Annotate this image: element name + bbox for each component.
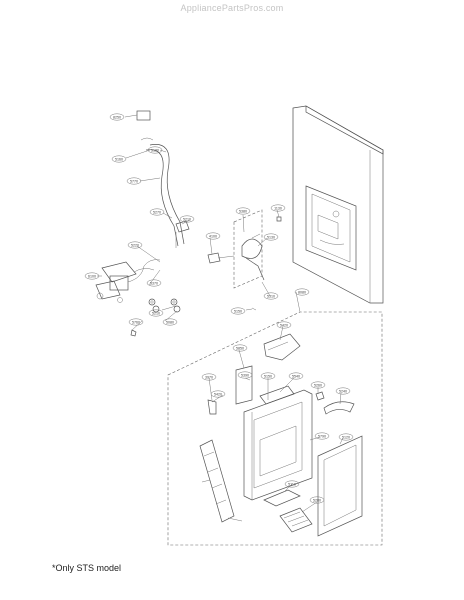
callout-c7: 5220 xyxy=(127,241,143,249)
callout-c18: 5080 xyxy=(162,318,178,326)
callout-c2: 5180 xyxy=(147,146,163,154)
svg-text:8080: 8080 xyxy=(298,290,306,294)
svg-text:6100: 6100 xyxy=(88,274,96,278)
callout-c25: 5150 xyxy=(260,372,276,380)
solenoid-assembly xyxy=(207,209,265,289)
dispenser-assembly-boundary xyxy=(167,311,383,546)
callout-c27: 5260 xyxy=(310,381,326,389)
svg-text:5380: 5380 xyxy=(239,209,247,213)
svg-text:5420: 5420 xyxy=(214,392,222,396)
water-valve-assembly xyxy=(95,259,161,303)
callout-c22: 3970 xyxy=(201,373,217,381)
control-strip xyxy=(199,439,235,523)
callout-c20: 5420 xyxy=(276,321,292,329)
callout-c12: 5130 xyxy=(263,233,279,241)
callout-c8: 6100 xyxy=(84,272,100,280)
svg-text:5150: 5150 xyxy=(234,309,242,313)
callout-c10: 1130 xyxy=(270,204,286,212)
callout-c17: 5210 xyxy=(148,309,164,317)
svg-text:5210: 5210 xyxy=(183,217,191,221)
callout-c5: 5270 xyxy=(149,208,165,216)
callout-c13: 5310 xyxy=(263,292,279,300)
svg-text:5280: 5280 xyxy=(313,498,321,502)
callout-c6: 5210 xyxy=(179,215,195,223)
svg-text:5370: 5370 xyxy=(150,281,158,285)
svg-text:5540: 5540 xyxy=(292,374,300,378)
svg-text:5220: 5220 xyxy=(131,243,139,247)
fittings xyxy=(130,216,282,337)
callout-c31: 5110 xyxy=(284,480,300,488)
svg-text:5180: 5180 xyxy=(151,148,159,152)
callout-c15: 5150 xyxy=(230,307,246,315)
callout-c29: 5790 xyxy=(314,432,330,440)
callout-c30: 5120 xyxy=(338,433,354,441)
dispenser-housing xyxy=(243,389,313,501)
svg-text:5310: 5310 xyxy=(267,294,275,298)
svg-text:5420: 5420 xyxy=(280,323,288,327)
callout-c26: 5540 xyxy=(288,372,304,380)
svg-text:5160: 5160 xyxy=(115,157,123,161)
svg-text:5210: 5210 xyxy=(152,311,160,315)
svg-text:5790: 5790 xyxy=(318,434,326,438)
callout-c28: 5240 xyxy=(335,387,351,395)
leader-lines xyxy=(97,114,344,522)
svg-text:5080: 5080 xyxy=(166,320,174,324)
callout-c14: 8080 xyxy=(294,288,310,296)
svg-text:5260: 5260 xyxy=(314,383,322,387)
callout-c1: 8250 xyxy=(109,113,125,121)
svg-text:4100: 4100 xyxy=(209,234,217,238)
footnote: *Only STS model xyxy=(52,563,122,573)
callout-c11: 4100 xyxy=(205,232,221,240)
callout-c4: 5770 xyxy=(126,177,142,185)
svg-text:5120: 5120 xyxy=(342,435,350,439)
callout-c21: 5850 xyxy=(232,344,248,352)
svg-text:5390: 5390 xyxy=(241,373,249,377)
callout-labels: 8250 5180 5160 5770 5270 5210 5220 6100 … xyxy=(84,113,354,504)
callout-c24: 5390 xyxy=(237,371,253,379)
callout-c3: 5160 xyxy=(111,155,127,163)
watermark: AppliancePartsPros.com xyxy=(180,3,284,13)
svg-text:3970: 3970 xyxy=(205,375,213,379)
dispenser-lever-parts xyxy=(207,333,355,415)
svg-text:5110: 5110 xyxy=(288,482,296,486)
callout-c9: 5380 xyxy=(235,207,251,215)
water-tube-assembly xyxy=(136,110,190,248)
callout-c19: 5760 xyxy=(128,318,144,326)
svg-text:1130: 1130 xyxy=(274,206,282,210)
drip-tray xyxy=(263,489,313,533)
svg-text:8250: 8250 xyxy=(113,115,121,119)
svg-text:5150: 5150 xyxy=(264,374,272,378)
svg-text:5760: 5760 xyxy=(132,320,140,324)
svg-text:5850: 5850 xyxy=(236,346,244,350)
callout-c23: 5420 xyxy=(210,390,226,398)
svg-text:5130: 5130 xyxy=(267,235,275,239)
svg-text:5270: 5270 xyxy=(153,210,161,214)
callout-c16: 5370 xyxy=(146,279,162,287)
callout-c32: 5280 xyxy=(309,496,325,504)
front-frame xyxy=(317,435,363,537)
svg-text:5770: 5770 xyxy=(130,179,138,183)
refrigerator-door xyxy=(292,105,384,304)
svg-text:5240: 5240 xyxy=(339,389,347,393)
